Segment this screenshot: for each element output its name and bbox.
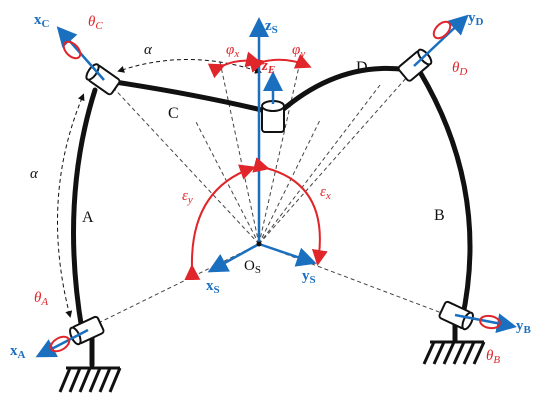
z-e-label: zE: [261, 58, 275, 76]
link-a-label: A: [82, 209, 94, 226]
phi-x-label: φx: [226, 42, 239, 60]
alpha-top-label: α: [144, 42, 153, 58]
link-a: [71, 87, 98, 333]
link-d: [277, 65, 411, 115]
link-b: [417, 69, 473, 323]
x-c-axis: [56, 26, 105, 81]
ground-b: [422, 340, 486, 365]
theta-d-label: θD: [452, 60, 467, 78]
y-b-label: yB: [516, 318, 532, 336]
axes: [35, 14, 517, 358]
phi-y-arc: [248, 53, 312, 73]
origin-point: [256, 241, 262, 247]
eps-y-arc: [184, 164, 256, 281]
alpha-left-label: α: [30, 166, 39, 182]
theta-b-label: θB: [486, 348, 500, 366]
link-b-label: B: [434, 207, 445, 224]
eps-x-arc: [252, 157, 328, 266]
eps-y-label: εy: [182, 188, 193, 206]
link-c-label: C: [168, 105, 179, 122]
y-s-axis: [258, 242, 317, 267]
phi-y-label: φy: [292, 42, 305, 60]
z-s-label: zS: [265, 18, 278, 36]
mechanism-links: [71, 65, 473, 368]
x-a-axis: [35, 328, 89, 358]
labels: zS zE xC yD xA yB xS yS OS θC θD θA θB φ…: [10, 10, 532, 366]
theta-c-label: θC: [88, 14, 103, 32]
y-s-label: yS: [302, 268, 316, 286]
ground-a: [58, 366, 122, 393]
x-a-label: xA: [10, 343, 26, 361]
alpha-arcs: [57, 59, 262, 318]
y-b-axis: [454, 313, 517, 333]
theta-a-label: θA: [34, 290, 48, 308]
y-d-axis: [413, 14, 469, 67]
x-c-label: xC: [34, 12, 50, 30]
phi-x-arc: [207, 51, 262, 79]
joint-end-effector: [261, 100, 285, 133]
eps-x-label: εx: [320, 184, 331, 202]
link-c: [112, 79, 273, 115]
y-d-label: yD: [468, 10, 484, 28]
link-d-label: D: [356, 59, 368, 76]
rotation-arrows: [49, 20, 501, 353]
origin-label: OS: [244, 258, 261, 276]
x-s-label: xS: [206, 278, 220, 296]
